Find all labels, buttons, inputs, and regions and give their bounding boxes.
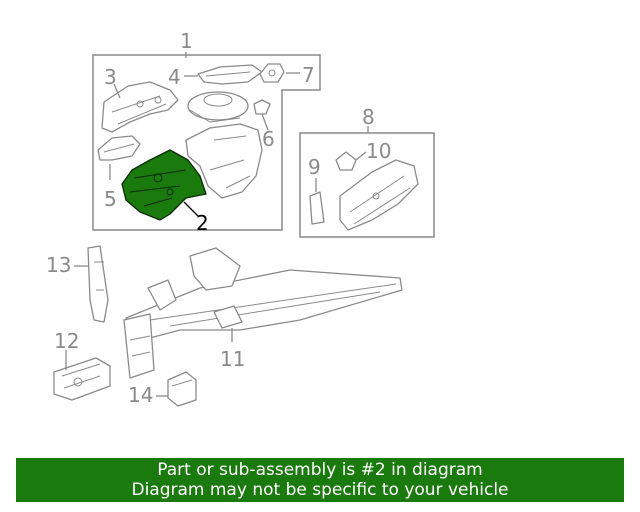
part-7-shape[interactable] [259, 63, 285, 83]
callout-10: 10 [366, 139, 391, 163]
callout-1: 1 [180, 29, 193, 53]
part-6-shape[interactable] [253, 99, 271, 115]
strut-mount-shape[interactable] [187, 91, 249, 123]
part-4-shape[interactable] [197, 64, 263, 85]
callout-12: 12 [54, 329, 79, 353]
banner-line-2: Diagram may not be specific to your vehi… [131, 480, 509, 500]
callout-4: 4 [168, 65, 181, 89]
group-1-outline [92, 54, 321, 231]
leader-lines [65, 52, 369, 397]
part-8-rail-shape[interactable] [339, 159, 419, 231]
callout-14: 14 [128, 383, 153, 407]
callout-6: 6 [262, 127, 275, 151]
wheelhouse-panel-shape[interactable] [185, 123, 263, 199]
part-13-shape[interactable] [87, 245, 109, 323]
callout-5: 5 [104, 187, 117, 211]
group-8-outline [299, 132, 435, 238]
part-3-shape[interactable] [101, 81, 179, 133]
part-2-highlighted-shape[interactable] [121, 149, 207, 221]
part-10-shape[interactable] [335, 151, 357, 171]
part-14-shape[interactable] [167, 371, 197, 407]
parts-diagram: 1 2 3 4 5 6 7 8 9 10 11 12 13 14 [46, 29, 435, 407]
part-9-shape[interactable] [309, 191, 325, 225]
callout-9: 9 [308, 155, 321, 179]
part-5-shape[interactable] [97, 135, 141, 161]
frame-rail-shape[interactable] [123, 247, 403, 379]
callout-2: 2 [196, 211, 209, 235]
banner-line-1: Part or sub-assembly is #2 in diagram [157, 460, 483, 480]
callout-3: 3 [104, 65, 117, 89]
callout-11: 11 [220, 347, 245, 371]
callout-13: 13 [46, 253, 71, 277]
callout-7: 7 [302, 63, 315, 87]
info-banner: Part or sub-assembly is #2 in diagram Di… [16, 458, 624, 502]
part-12-shape[interactable] [53, 357, 111, 401]
callout-8: 8 [362, 105, 375, 129]
